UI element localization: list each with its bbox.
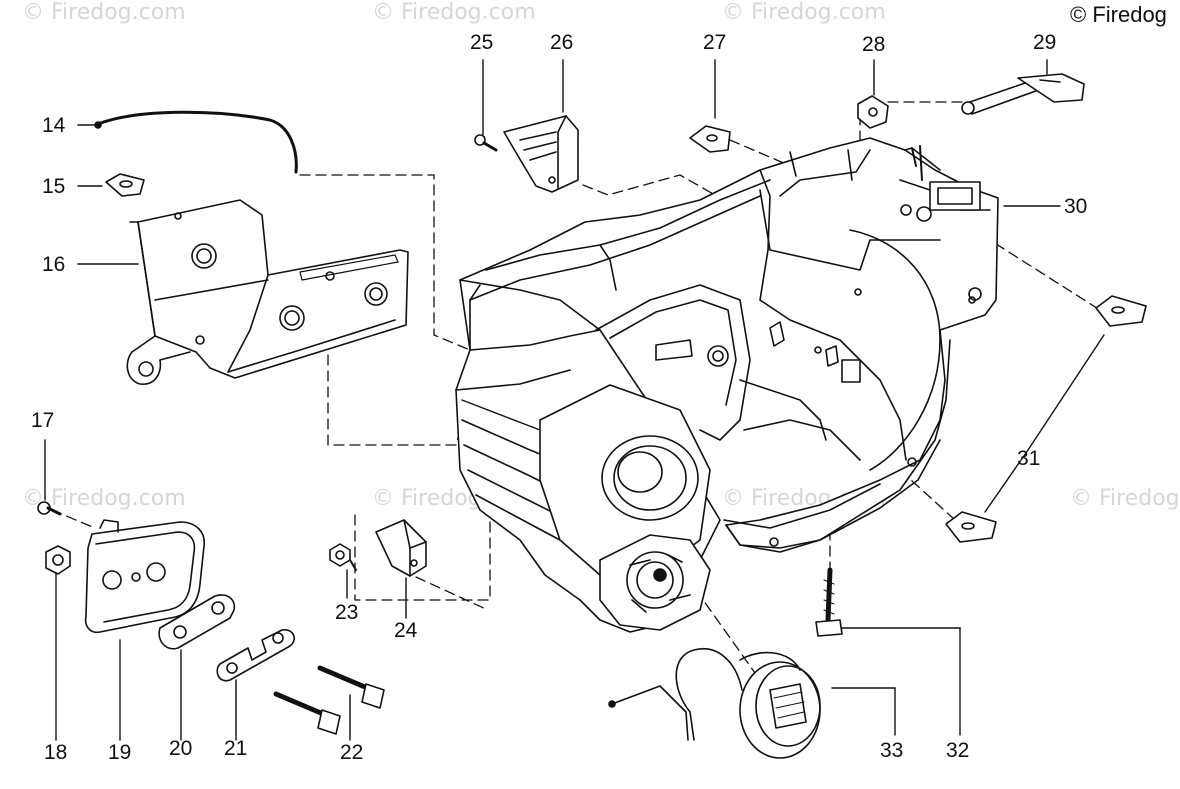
part-30-main-housing <box>455 137 999 633</box>
part-18-nut <box>45 545 71 575</box>
callout-29: 29 <box>1033 31 1057 54</box>
part-19-side-plate <box>84 519 205 634</box>
callout-19: 19 <box>108 741 132 764</box>
callout-23: 23 <box>335 601 359 624</box>
part-26-guide-block <box>503 115 579 193</box>
part-33-oil-cap <box>608 648 821 759</box>
callout-27: 27 <box>703 31 727 54</box>
callout-24: 24 <box>394 619 418 642</box>
callout-20: 20 <box>169 737 193 760</box>
callout-25: 25 <box>470 31 494 54</box>
callout-22: 22 <box>340 741 364 764</box>
callout-30: 30 <box>1064 195 1088 218</box>
part-28-nut <box>857 95 889 129</box>
part-25-screw <box>474 134 498 152</box>
callout-15: 15 <box>42 175 66 198</box>
callout-16: 16 <box>42 253 66 276</box>
callout-31: 31 <box>1017 447 1041 470</box>
callout-21: 21 <box>224 737 248 760</box>
callout-14: 14 <box>42 114 66 137</box>
part-23-nut <box>329 543 357 571</box>
dashed-alignment-lines <box>51 101 1101 681</box>
part-32-long-screw <box>815 567 843 637</box>
callout-18: 18 <box>44 741 68 764</box>
callout-26: 26 <box>550 31 574 54</box>
copyright-notice: © Firedog <box>1070 2 1167 27</box>
watermark-text: © Firedog.com <box>1070 486 1180 511</box>
watermark-text: © Firedog.com <box>722 0 886 25</box>
callout-17: 17 <box>31 409 55 432</box>
callout-28: 28 <box>862 33 886 56</box>
part-16-bracket-plate <box>126 199 409 385</box>
part-22-bolts <box>273 665 385 735</box>
watermark-text: © Firedog.com <box>22 0 186 25</box>
part-27-clip-nut <box>689 125 731 153</box>
part-14-wire <box>94 110 298 174</box>
part-21-bracket <box>216 629 295 682</box>
callout-33: 33 <box>880 739 904 762</box>
leader-lines <box>44 59 1105 741</box>
callout-32: 32 <box>946 739 970 762</box>
watermark-text: © Firedog.com <box>372 0 536 25</box>
part-15-clip-nut <box>105 173 145 197</box>
part-24-cover-block <box>375 519 427 577</box>
part-29-lever <box>961 73 1085 115</box>
part-20-washer-plate <box>158 594 236 650</box>
part-17-screw <box>37 501 62 516</box>
part-31-clip-nuts <box>945 295 1147 543</box>
